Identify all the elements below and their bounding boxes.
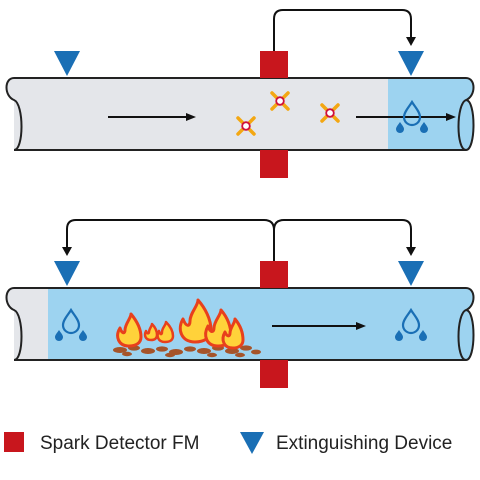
- top-flow-arrow-left: [108, 113, 196, 121]
- legend-extinguishing-device-label: Extinguishing Device: [276, 433, 452, 454]
- flame-icon: [221, 317, 245, 350]
- extinguisher-triangle-icon: [398, 261, 424, 286]
- top-flow-arrow-right: [356, 113, 456, 121]
- spark-icon: [320, 103, 340, 123]
- spark-detector-top-lower: [260, 150, 288, 178]
- bottom-signal-line: [62, 219, 416, 261]
- water-drops-icon: [395, 307, 427, 341]
- embers: [113, 345, 261, 358]
- extinguisher-triangle-icon: [398, 51, 424, 76]
- top-pipe: [5, 77, 475, 152]
- bottom-pipe: [5, 287, 475, 362]
- top-pipe-right-end: [457, 77, 475, 152]
- spark-detector-bottom-lower: [260, 360, 288, 388]
- bottom-flow-arrow: [272, 322, 366, 330]
- extinguisher-triangle-icon: [240, 432, 264, 454]
- flame-icon: [116, 312, 143, 348]
- water-drops-icon: [396, 99, 428, 133]
- top-pipe-left-end: [5, 77, 23, 151]
- legend: Spark Detector FM Extinguishing Device: [4, 432, 452, 454]
- bottom-pipe-right-end: [457, 287, 475, 362]
- extinguisher-triangle-icon: [54, 261, 80, 286]
- top-pipe-water-zone: [388, 78, 466, 150]
- spark-icon: [270, 91, 290, 111]
- spark-icon: [236, 116, 256, 136]
- detector-square-icon: [4, 432, 24, 452]
- flame-icon: [156, 320, 175, 344]
- spark-detector-bottom-upper: [260, 261, 288, 288]
- top-signal-line: [273, 9, 416, 51]
- spark-detector-top-upper: [260, 51, 288, 78]
- water-drops-icon: [55, 307, 87, 341]
- legend-spark-detector-label: Spark Detector FM: [40, 433, 199, 454]
- bottom-pipe-left-end: [5, 287, 23, 361]
- extinguisher-triangle-icon: [54, 51, 80, 76]
